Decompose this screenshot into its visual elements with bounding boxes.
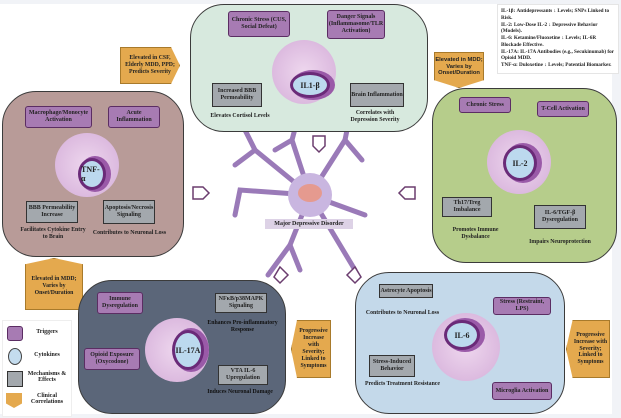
brain-icon bbox=[298, 184, 322, 202]
clinical-callout: Elevated in MDD; Varies by Onset/Duratio… bbox=[25, 258, 83, 310]
trigger-box: Immune Dysregulation bbox=[97, 292, 143, 314]
trigger-box: Danger Signals (Inflammasome/TLR Activat… bbox=[327, 10, 385, 39]
trigger-box: Chronic Stress bbox=[459, 97, 511, 113]
mechanism-box: VTA IL-6 Upregulation bbox=[218, 365, 268, 385]
mechanism-box: Brain Inflammation bbox=[350, 83, 404, 107]
center-label: Major Depressive Disorder bbox=[265, 219, 353, 229]
effect-text: Contributes to Neuronal Loss bbox=[365, 310, 440, 316]
effect-text: Facilitates Cytokine Entry to Brain bbox=[20, 227, 86, 240]
effect-text: Predicts Treatment Resistance bbox=[365, 381, 440, 387]
mechanism-box: NFκB/p38MAPK Signaling bbox=[215, 293, 267, 313]
legend-mechanism-swatch bbox=[7, 371, 23, 387]
trigger-box: Acute Inflammation bbox=[108, 106, 160, 128]
effect-text: Enhances Pro-inflammatory Response bbox=[207, 320, 278, 333]
note-line: IL-2: Low-Dose IL-2 ↓ Depressive Behavio… bbox=[501, 21, 598, 35]
effect-text: Induces Neuronal Damage bbox=[207, 389, 273, 395]
clinical-callout: Elevated in MDD; Varies by Onset/Duratio… bbox=[434, 52, 484, 88]
trigger-box: Stress (Restraint, LPS) bbox=[493, 297, 551, 315]
note-line: TNF-α: Duloxetine ↓ Levels; Potential Bi… bbox=[501, 62, 612, 68]
note-line: IL-17A: IL-17A Antibodies (e.g., Secukin… bbox=[501, 48, 614, 62]
legend-trigger-swatch bbox=[7, 326, 23, 341]
clinical-callout: Elevated in CSF, Elderly MDD, PPD; Predi… bbox=[120, 47, 180, 84]
legend-label: Triggers bbox=[36, 329, 58, 335]
trigger-box: Opioid Exposure (Oxycodone) bbox=[84, 348, 140, 370]
legend-label: Cytokines bbox=[34, 352, 60, 358]
mechanism-box: Th17/Treg Imbalance bbox=[442, 197, 492, 217]
cytokine-il17a: IL-17A bbox=[172, 330, 204, 370]
legend-callout-swatch bbox=[6, 393, 22, 408]
effect-text: Contributes to Neuronal Loss bbox=[92, 230, 167, 236]
therapy-notes: IL-1β: Antidepressants ↓ Levels; SNPs Li… bbox=[497, 4, 619, 74]
clinical-callout: Progressive Increase with Severity; Link… bbox=[566, 320, 610, 378]
mechanism-box: Astrocyte Apoptosis bbox=[379, 284, 433, 298]
trigger-box: T-Cell Activation bbox=[537, 101, 589, 117]
note-line: IL-6: Ketamine/Fluoxetine ↓ Levels; IL-6… bbox=[501, 35, 597, 48]
legend-label: Mechanisms & Effects bbox=[27, 371, 67, 383]
mechanism-box: IL-6/TGF-β Dysregulation bbox=[534, 205, 586, 229]
effect-text: Promotes Immune Dysbalance bbox=[452, 227, 499, 240]
legend-cytokine-swatch bbox=[8, 348, 22, 365]
trigger-box: Macrophage/Monocyte Activation bbox=[25, 106, 92, 128]
arrow-from-il17a-icon bbox=[273, 265, 290, 285]
mechanism-box: Stress-Induced Behavior bbox=[369, 355, 415, 377]
arrow-from-il2-icon bbox=[397, 186, 416, 200]
trigger-box: Chronic Stress (CUS, Social Defeat) bbox=[228, 11, 290, 37]
clinical-callout: Progressive Increase with Severity; Link… bbox=[291, 320, 331, 378]
legend-label: Clinical Correlations bbox=[30, 393, 64, 405]
arrow-from-tnf-icon bbox=[192, 186, 211, 200]
cytokine-il1b: IL1-β bbox=[290, 72, 330, 98]
mechanism-box: Increased BBB Permeability bbox=[212, 83, 262, 107]
effect-text: Impairs Neuroprotection bbox=[529, 239, 591, 245]
trigger-box: Microglia Activation bbox=[492, 382, 552, 400]
cytokine-tnf: TNF-α bbox=[78, 158, 106, 190]
cytokine-il2: IL-2 bbox=[503, 145, 537, 181]
cytokine-il6: IL-6 bbox=[444, 320, 480, 350]
mechanism-box: Apoptosis/Necrosis Signaling bbox=[103, 200, 155, 224]
legend: Triggers Cytokines Mechanisms & Effects … bbox=[2, 320, 72, 417]
mechanism-box: BBB Permeability Increase bbox=[26, 201, 78, 223]
effect-text: Correlates with Depression Severity bbox=[350, 110, 400, 123]
arrow-from-il6-icon bbox=[345, 265, 362, 285]
note-line: IL-1β: Antidepressants ↓ Levels; SNPs Li… bbox=[501, 8, 610, 21]
arrow-from-il1b-icon bbox=[312, 135, 326, 154]
effect-text: Elevates Cortisol Levels bbox=[210, 113, 270, 119]
